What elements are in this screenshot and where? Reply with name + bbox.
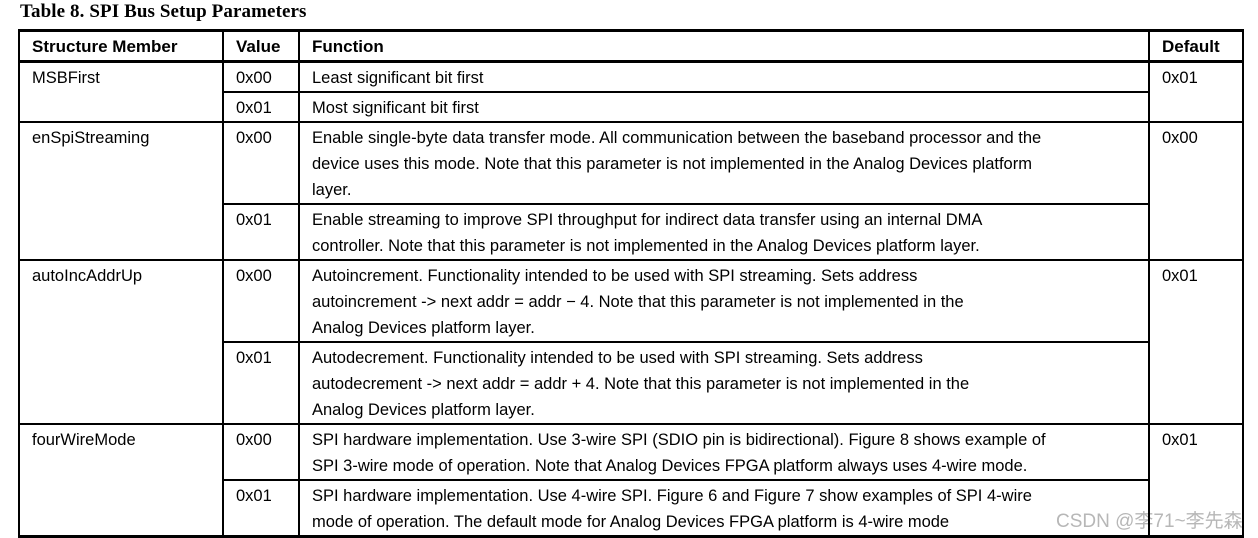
column-header-default: Default [1148,29,1244,63]
value-cell: 0x01 [222,479,300,538]
function-cell: SPI hardware implementation. Use 4-wire … [298,479,1150,538]
function-cell: Enable single-byte data transfer mode. A… [298,121,1150,205]
value-cell: 0x01 [222,91,300,123]
default-cell: 0x01 [1148,60,1244,123]
column-header-value: Value [222,29,300,63]
value-cell: 0x00 [222,121,300,205]
table-caption: Table 8. SPI Bus Setup Parameters [20,1,307,22]
spi-bus-setup-table: Structure Member Value Function Default … [18,29,1244,538]
member-cell: autoIncAddrUp [18,259,224,425]
function-cell: Least significant bit first [298,60,1150,93]
member-cell: enSpiStreaming [18,121,224,261]
value-cell: 0x01 [222,203,300,261]
function-cell: Enable streaming to improve SPI throughp… [298,203,1150,261]
value-cell: 0x00 [222,259,300,343]
value-cell: 0x00 [222,423,300,481]
default-cell: 0x01 [1148,259,1244,425]
table-header-row: Structure Member Value Function Default [18,29,1244,63]
member-cell: MSBFirst [18,60,224,123]
member-cell: fourWireMode [18,423,224,538]
column-header-function: Function [298,29,1150,63]
function-cell: Autoincrement. Functionality intended to… [298,259,1150,343]
column-header-structure-member: Structure Member [18,29,224,63]
function-cell: Autodecrement. Functionality intended to… [298,341,1150,425]
value-cell: 0x01 [222,341,300,425]
default-cell: 0x01 [1148,423,1244,538]
function-cell: SPI hardware implementation. Use 3-wire … [298,423,1150,481]
value-cell: 0x00 [222,60,300,93]
default-cell: 0x00 [1148,121,1244,261]
function-cell: Most significant bit first [298,91,1150,123]
